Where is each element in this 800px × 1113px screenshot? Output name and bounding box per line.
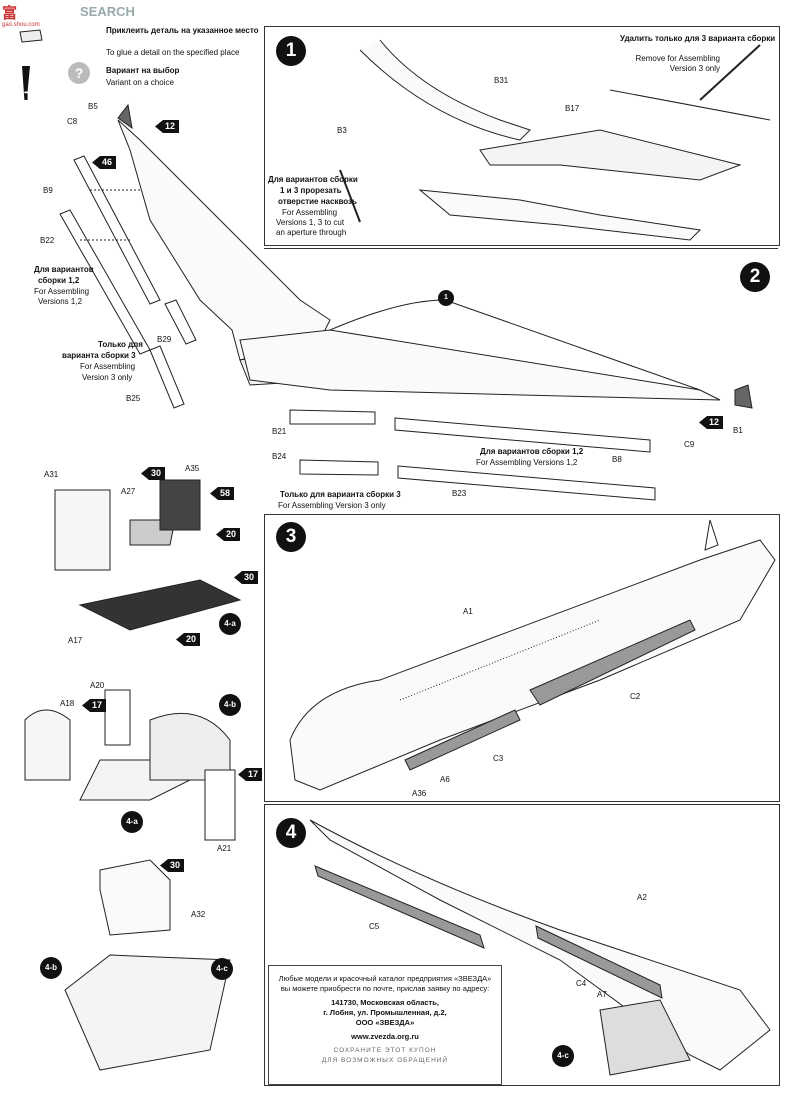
paint-code: 30 [141, 467, 166, 480]
sub-4a-ref-badge: 4-a [121, 811, 143, 833]
step-1-badge: 1 [276, 36, 306, 66]
note-v12-en-b: Versions 1,2 [38, 297, 83, 306]
part-label: B22 [40, 236, 55, 245]
note-v12-ru-b: сборки 1,2 [38, 276, 80, 285]
part-label: A36 [412, 789, 427, 798]
part-label: A27 [121, 487, 136, 496]
note-s2-v3-ru: Только для варианта сборки 3 [280, 490, 401, 499]
legend-glue-en: To glue a detail on the specified place [106, 48, 240, 57]
legend-variant-ru: Вариант на выбор [106, 66, 180, 75]
step-1-panel [264, 26, 780, 246]
watermark-search: SEARCH [80, 4, 135, 19]
part-label: B25 [126, 394, 141, 403]
paint-code: 12 [155, 120, 180, 133]
part-label: B5 [88, 102, 98, 111]
part-label: B17 [565, 104, 580, 113]
part-label: B31 [494, 76, 509, 85]
question-icon: ? [68, 62, 90, 84]
sub-4c-ref-badge: 4-c [552, 1045, 574, 1067]
paint-code: 20 [176, 633, 201, 646]
note-remove-v3-ru: Удалить только для 3 варианта сборки [620, 34, 776, 43]
part-label: B9 [43, 186, 53, 195]
part-label: B23 [452, 489, 467, 498]
paint-code: 12 [699, 416, 724, 429]
part-label: A7 [597, 990, 607, 999]
note-cut-en-3: an aperture through [276, 228, 347, 237]
part-label: B8 [612, 455, 622, 464]
note-v12-en-a: For Assembling [34, 287, 90, 296]
step-4-badge: 4 [276, 818, 306, 848]
coupon-line-4: г. Лобня, ул. Промышленная, д.2, [323, 1008, 447, 1017]
coupon-box: Любые модели и красочный каталог предпри… [268, 965, 502, 1085]
coupon-line-6: www.zvezda.org.ru [351, 1032, 419, 1041]
part-label: A1 [463, 607, 473, 616]
sub-4a-badge: 4-a [219, 613, 241, 635]
note-cut-ru-2: 1 и 3 прорезать [280, 186, 342, 195]
note-s2-v12-en: For Assembling Versions 1,2 [476, 458, 578, 467]
part-label: A6 [440, 775, 450, 784]
paint-code: 17 [82, 699, 107, 712]
part-label: B1 [733, 426, 743, 435]
note-v3-ru-a: Только для [98, 340, 143, 349]
part-label: B24 [272, 452, 287, 461]
step-3-panel [264, 514, 780, 802]
paint-code: 30 [160, 859, 185, 872]
paint-code: 30 [234, 571, 259, 584]
step-4-panel [264, 804, 780, 1086]
paint-code: 17 [238, 768, 263, 781]
step-1-ref-badge: 1 [438, 290, 454, 306]
part-label: C4 [576, 979, 587, 988]
part-label: A32 [191, 910, 206, 919]
part-label: C9 [684, 440, 695, 449]
note-s2-v3-en: For Assembling Version 3 only [278, 501, 386, 510]
part-label: A31 [44, 470, 59, 479]
step-3-badge: 3 [276, 522, 306, 552]
watermark: 富 SEARCH gao.shou.com [0, 2, 160, 28]
part-label: A21 [217, 844, 232, 853]
coupon-line-3: 141730, Московская область, [331, 998, 439, 1007]
legend: Приклеить деталь на указанное место To g… [10, 26, 260, 100]
watermark-brand: 富 [2, 5, 18, 22]
paint-code: 20 [216, 528, 241, 541]
note-v3-en-a: For Assembling [80, 362, 136, 371]
step-2-badge: 2 [740, 262, 770, 292]
note-cut-ru-1: Для вариантов сборки [268, 175, 358, 184]
part-label: B21 [272, 427, 287, 436]
sub-4c-badge: 4-c [211, 958, 233, 980]
note-v3-ru-b: варианта сборки 3 [62, 351, 136, 360]
part-label: B3 [337, 126, 347, 135]
note-cut-en-1: For Assembling [282, 208, 338, 217]
part-label: A35 [185, 464, 200, 473]
note-v12-ru-a: Для вариантов [34, 265, 94, 274]
coupon-line-5: ООО «ЗВЕЗДА» [355, 1018, 415, 1027]
legend-glue-ru: Приклеить деталь на указанное место [106, 26, 259, 35]
sub-4b-badge: 4-b [219, 694, 241, 716]
part-label: A2 [637, 893, 647, 902]
legend-variant-en: Variant on a choice [106, 78, 174, 87]
coupon-line-1: Любые модели и красочный каталог предпри… [278, 974, 492, 983]
part-label: A17 [68, 636, 83, 645]
coupon-line-7: СОХРАНИТЕ ЭТОТ КУПОН [333, 1047, 437, 1054]
paint-code: 46 [92, 156, 117, 169]
note-s2-v12-ru: Для вариантов сборки 1,2 [480, 447, 584, 456]
coupon-line-8: ДЛЯ ВОЗМОЖНЫХ ОБРАЩЕНИЙ [321, 1057, 449, 1064]
paint-code: 58 [210, 487, 235, 500]
part-label: A20 [90, 681, 105, 690]
step-2-divider [264, 248, 778, 250]
coupon-line-2: вы можете приобрести по почте, прислав з… [280, 984, 490, 993]
part-label: C5 [369, 922, 380, 931]
part-label: C8 [67, 117, 78, 126]
part-label: A18 [60, 699, 75, 708]
part-label: B29 [157, 335, 172, 344]
note-cut-ru-3: отверстие насквозь [278, 197, 357, 206]
exclamation-icon [22, 66, 30, 100]
note-v3-en-b: Version 3 only [82, 373, 133, 382]
sub-4b-ref-badge: 4-b [40, 957, 62, 979]
watermark-site: gao.shou.com [2, 22, 40, 28]
part-label: C3 [493, 754, 504, 763]
part-label: C2 [630, 692, 641, 701]
note-remove-v3-en: Remove for Assembling Version 3 only [635, 54, 720, 73]
note-cut-en-2: Versions 1, 3 to cut [276, 218, 345, 227]
